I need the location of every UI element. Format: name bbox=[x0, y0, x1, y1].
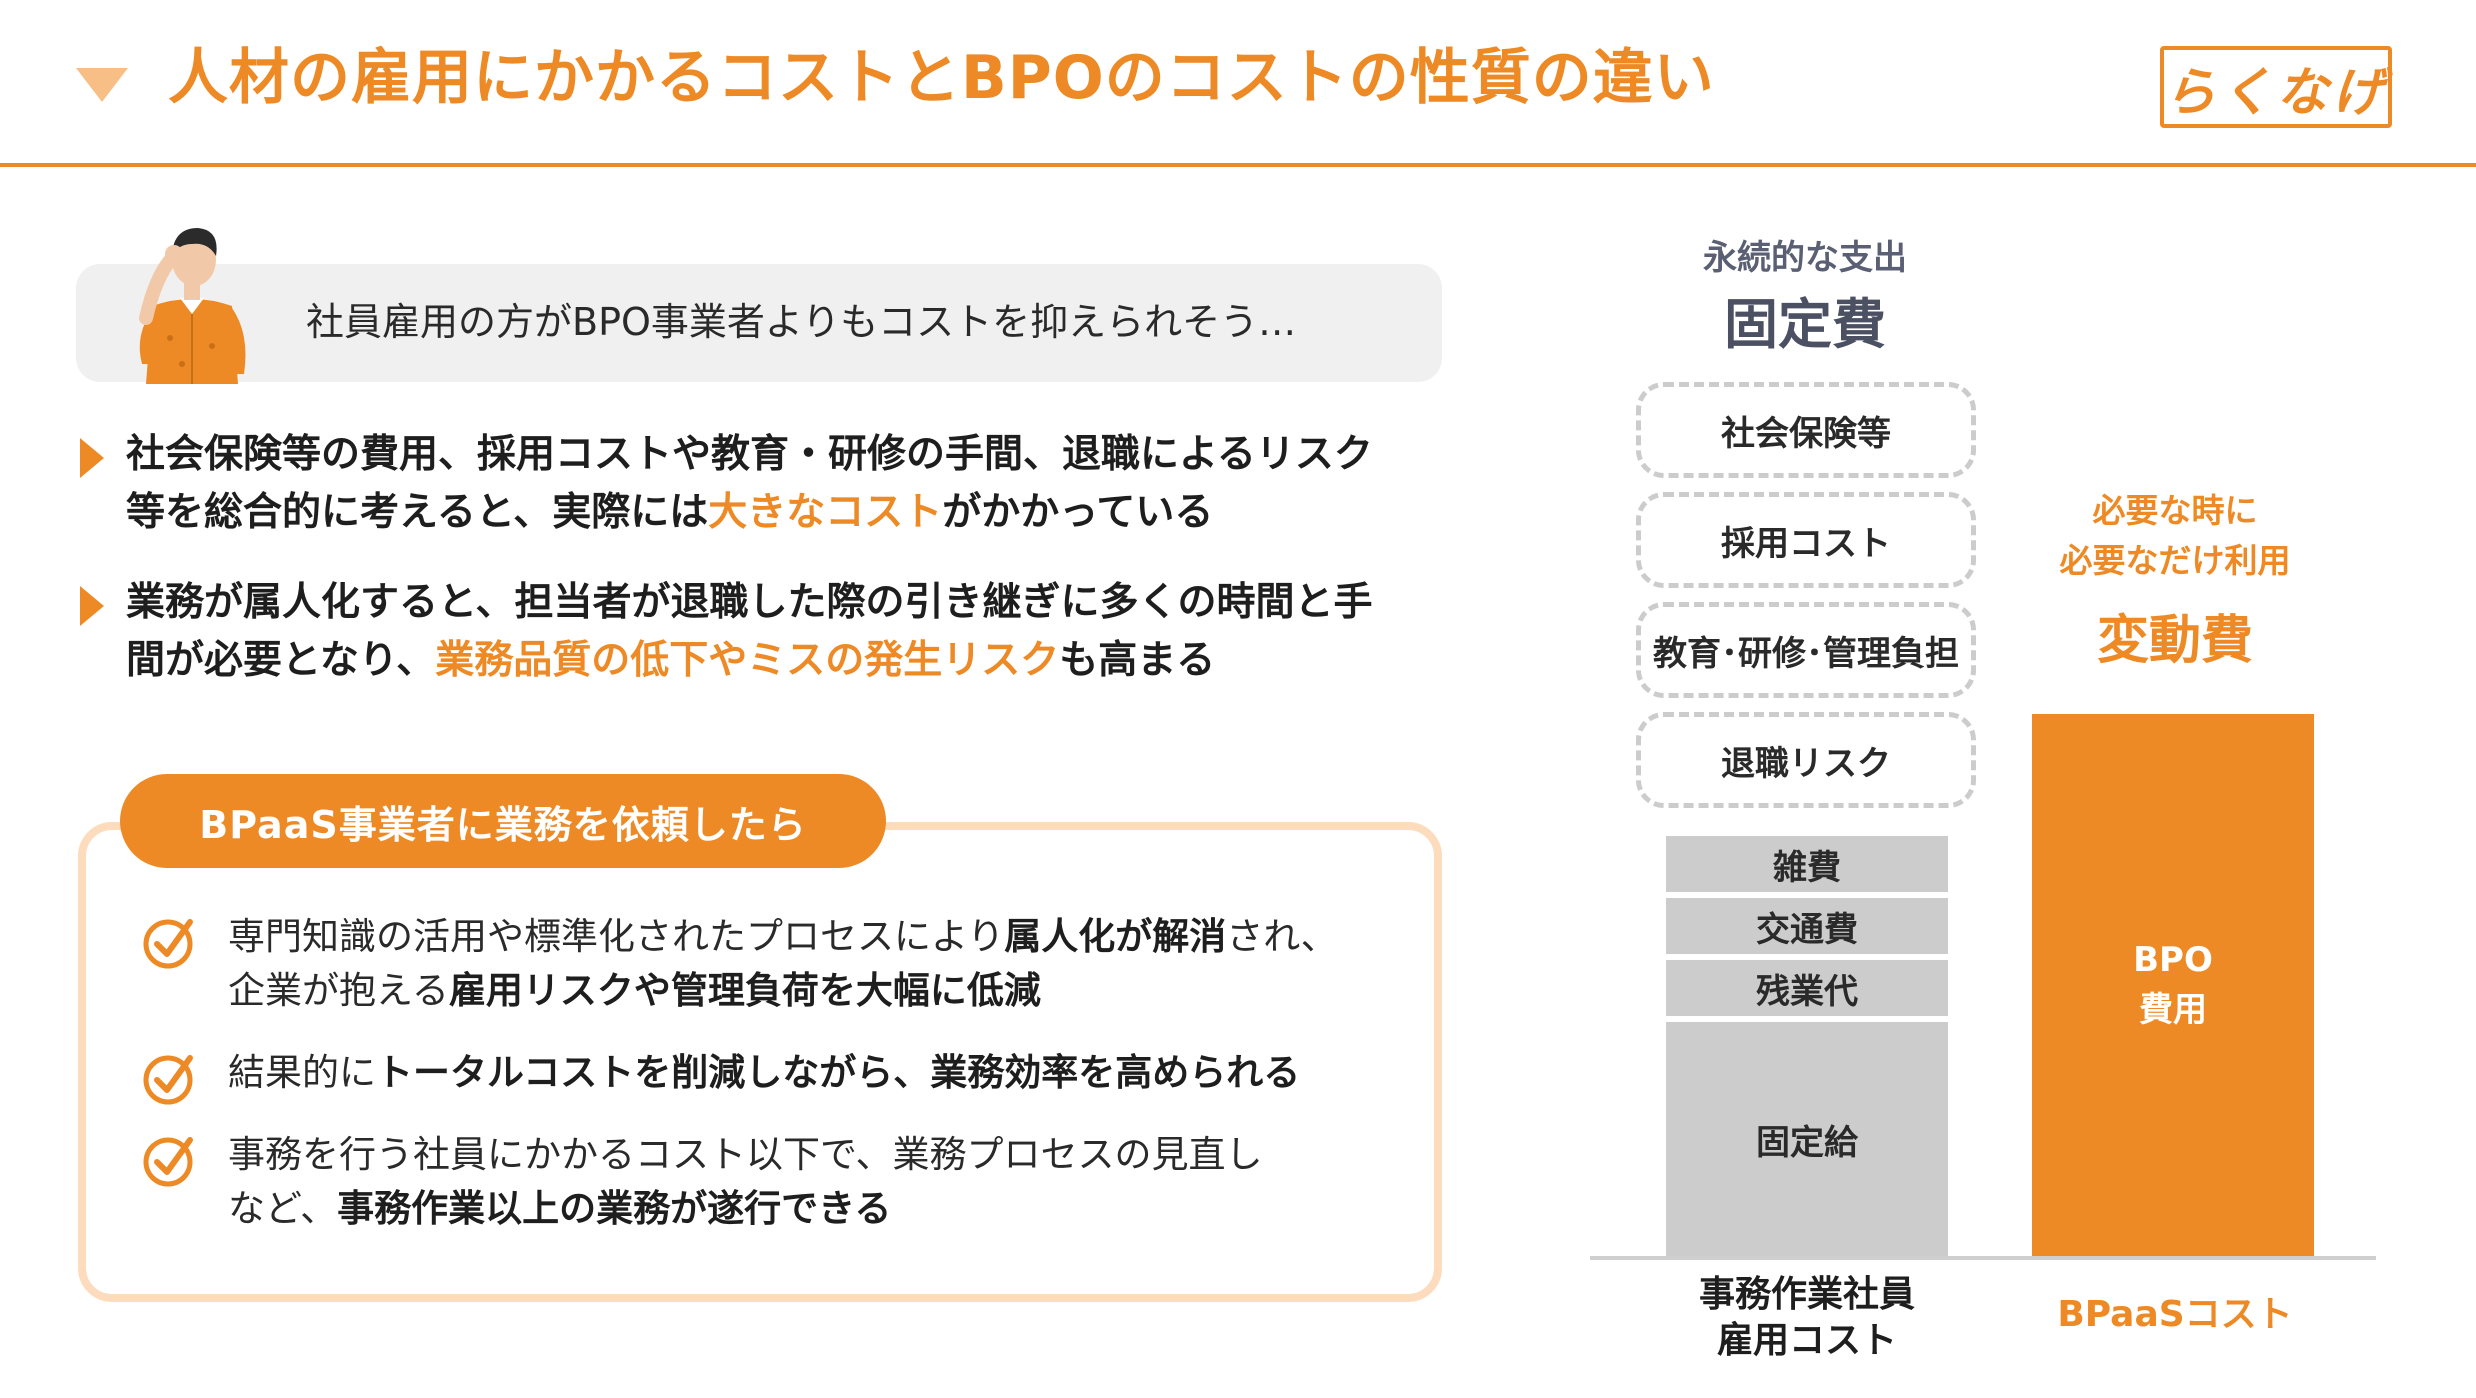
bullet-arrow-icon bbox=[80, 586, 104, 626]
bpo-bar-label: 費用 bbox=[2139, 990, 2207, 1030]
speech-text: 社員雇用の方がBPO事業者よりもコストを抑えられそう… bbox=[306, 300, 1297, 344]
hidden-cost-box: 退職リスク bbox=[1636, 712, 1976, 808]
bpaas-tag: BPaaS事業者に業務を依頼したら bbox=[120, 774, 886, 868]
check-circle-icon bbox=[143, 1137, 193, 1187]
bullet-text: 業務が属人化すると、担当者が退職した際の引き継ぎに多くの時間と手 間が必要となり… bbox=[126, 574, 1372, 690]
check-text-part: 専門知識の活用や標準化されたプロセスにより bbox=[228, 915, 1005, 958]
bullet-line: 社会保険等の費用、採用コストや教育・研修の手間、退職によるリスク bbox=[126, 432, 1373, 477]
page-title: 人材の雇用にかかるコストとBPOのコストの性質の違い bbox=[168, 43, 1715, 113]
bpo-bar-label: BPO bbox=[2133, 940, 2213, 980]
check-line: 企業が抱える雇用リスクや管理負荷を大幅に低減 bbox=[228, 964, 1338, 1018]
check-line: 専門知識の活用や標準化されたプロセスにより属人化が解消され、 bbox=[228, 910, 1338, 964]
variable-cost-subtitle: 必要な時に 必要なだけ利用 bbox=[2010, 486, 2340, 586]
check-bold: 事務作業以上の業務が遂行できる bbox=[337, 1187, 892, 1230]
hidden-cost-box: 採用コスト bbox=[1636, 492, 1976, 588]
check-bold: 雇用リスクや管理負荷を大幅に低減 bbox=[448, 969, 1041, 1012]
cost-segment: 固定給 bbox=[1666, 1022, 1948, 1256]
bullet-highlight: 業務品質の低下やミスの発生リスク bbox=[435, 638, 1060, 683]
x-label-line: 雇用コスト bbox=[1716, 1320, 1897, 1361]
header-divider bbox=[0, 163, 2476, 167]
fixed-cost-subtitle: 永続的な支出 bbox=[1703, 238, 1907, 278]
check-bold: 属人化が解消 bbox=[1004, 915, 1227, 958]
check-text-part: され、 bbox=[1226, 915, 1338, 958]
speech-card: 社員雇用の方がBPO事業者よりもコストを抑えられそう… bbox=[76, 264, 1442, 382]
bullet-line: 等を総合的に考えると、実際には大きなコストがかかっている bbox=[126, 484, 1373, 542]
cost-segment: 雑費 bbox=[1666, 836, 1948, 892]
variable-subtitle-line: 必要なだけ利用 bbox=[2059, 541, 2291, 580]
check-line: など、事務作業以上の業務が遂行できる bbox=[228, 1182, 1263, 1236]
check-text-part: 結果的に bbox=[228, 1051, 376, 1094]
bullet-line: 間が必要となり、業務品質の低下やミスの発生リスクも高まる bbox=[126, 632, 1372, 690]
bpo-cost-bar: BPO 費用 bbox=[2032, 714, 2314, 1256]
x-axis-label-employee: 事務作業社員 雇用コスト bbox=[1640, 1272, 1974, 1364]
bullet-text-part: がかかっている bbox=[942, 490, 1214, 535]
brand-logo: らくなげ bbox=[2160, 46, 2392, 128]
brand-logo-text: らくなげ bbox=[2164, 62, 2389, 123]
slide-header: 人材の雇用にかかるコストとBPOのコストの性質の違い らくなげ bbox=[0, 0, 2476, 168]
hidden-cost-box: 教育･研修･管理負担 bbox=[1636, 602, 1976, 698]
check-circle-icon bbox=[143, 1055, 193, 1105]
variable-subtitle-line: 必要な時に bbox=[2092, 491, 2258, 530]
thinking-person-icon bbox=[139, 228, 246, 384]
check-line: 事務を行う社員にかかるコスト以下で、業務プロセスの見直し bbox=[228, 1133, 1263, 1176]
bullet-text-part: 等を総合的に考えると、実際には bbox=[126, 490, 709, 535]
bullet-highlight: 大きなコスト bbox=[708, 490, 943, 535]
x-axis-label-bpaas: BPaaSコスト bbox=[2057, 1294, 2293, 1335]
bullet-text: 社会保険等の費用、採用コストや教育・研修の手間、退職によるリスク 等を総合的に考… bbox=[126, 426, 1373, 542]
cost-segment: 交通費 bbox=[1666, 898, 1948, 954]
bullet-arrow-icon bbox=[80, 438, 104, 478]
x-label-line: 事務作業社員 bbox=[1698, 1274, 1915, 1315]
check-text-part: など、 bbox=[228, 1187, 338, 1230]
check-line: 結果的にトータルコストを削減しながら、業務効率を高められる bbox=[228, 1046, 1300, 1100]
bullet-line: 業務が属人化すると、担当者が退職した際の引き継ぎに多くの時間と手 bbox=[126, 580, 1373, 625]
variable-cost-title: 変動費 bbox=[2096, 611, 2253, 671]
check-circle-icon bbox=[143, 919, 193, 969]
check-bold: トータルコストを削減しながら、業務効率を高められる bbox=[376, 1051, 1301, 1094]
bpaas-benefits-box bbox=[78, 822, 1442, 1302]
bpaas-tag-text: BPaaS事業者に業務を依頼したら bbox=[199, 802, 807, 847]
fixed-cost-title: 固定費 bbox=[1724, 293, 1886, 356]
check-text: 結果的にトータルコストを削減しながら、業務効率を高められる bbox=[228, 1046, 1300, 1100]
hidden-cost-box: 社会保険等 bbox=[1636, 382, 1976, 478]
check-text: 専門知識の活用や標準化されたプロセスにより属人化が解消され、 企業が抱える雇用リ… bbox=[228, 910, 1338, 1018]
check-text: 事務を行う社員にかかるコスト以下で、業務プロセスの見直し など、事務作業以上の業… bbox=[228, 1128, 1263, 1236]
check-text-part: 企業が抱える bbox=[228, 969, 449, 1012]
bullet-text-part: も高まる bbox=[1059, 638, 1216, 683]
bullet-text-part: 間が必要となり、 bbox=[126, 638, 436, 683]
chart-baseline bbox=[1590, 1256, 2376, 1260]
header-triangle-icon bbox=[76, 68, 128, 102]
cost-segment: 残業代 bbox=[1666, 960, 1948, 1016]
